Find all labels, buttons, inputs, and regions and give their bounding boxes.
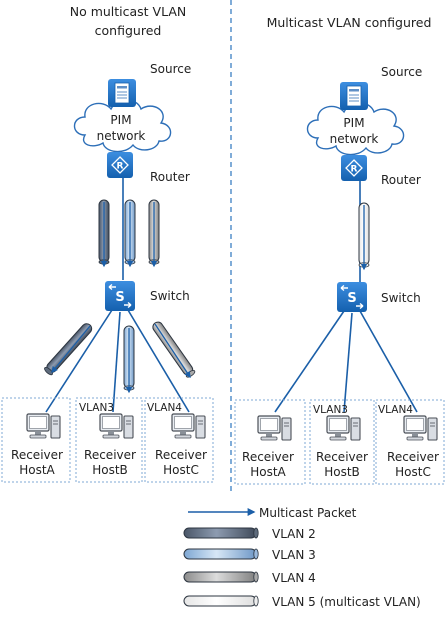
legend-vlan4-label: VLAN 4	[272, 571, 316, 585]
left-panel: No multicast VLAN configured PIM network…	[1, 4, 214, 483]
hosta-label-line2: HostA	[250, 465, 286, 479]
hosta-label-line1: Receiver	[242, 450, 294, 464]
hosta-label-line1: Receiver	[11, 448, 63, 462]
legend-vlan4-swatch	[183, 571, 259, 583]
hosta-box	[234, 399, 306, 485]
switch-hostc-link	[127, 309, 190, 413]
switch-hostc-link	[359, 310, 418, 413]
router-label: Router	[150, 170, 190, 184]
legend-vlan3-swatch	[183, 548, 259, 560]
switch-hosta-link	[274, 310, 345, 413]
legend-multicast-packet-label: Multicast Packet	[259, 506, 357, 520]
hostc-label-line1: Receiver	[387, 450, 439, 464]
vlan3-label: VLAN3	[79, 402, 114, 414]
left-panel-title-line1: No multicast VLAN	[70, 4, 187, 19]
router-icon	[340, 154, 368, 182]
pim-network-label-line2: network	[330, 132, 379, 146]
left-panel-title-line2: configured	[95, 23, 162, 38]
vlan4-label: VLAN4	[378, 404, 413, 416]
switch-label: Switch	[150, 289, 190, 303]
legend-vlan2-swatch	[183, 527, 259, 539]
vlan3-label: VLAN3	[313, 404, 348, 416]
switch-icon	[336, 281, 368, 313]
hostb-box	[75, 397, 143, 483]
legend: Multicast Packet VLAN 2 VLAN 3 VLAN 4 VL…	[183, 506, 421, 609]
right-panel: Multicast VLAN configured PIM network So…	[234, 15, 445, 485]
multicast-arrow	[154, 323, 191, 379]
hostb-box	[309, 399, 375, 485]
pim-network-label-line1: PIM	[110, 113, 131, 127]
hostc-label-line1: Receiver	[155, 448, 207, 462]
source-label: Source	[150, 62, 191, 76]
source-server-icon	[339, 81, 369, 111]
hostc-box	[375, 399, 445, 485]
hostb-label-line2: HostB	[324, 465, 360, 479]
pim-network-label-line1: PIM	[343, 116, 364, 130]
legend-vlan2-label: VLAN 2	[272, 527, 316, 541]
switch-icon	[104, 280, 136, 312]
source-server-icon	[107, 78, 137, 108]
hosta-pc-icon	[26, 413, 61, 439]
source-label: Source	[381, 65, 422, 79]
hostb-pc-icon	[326, 415, 361, 441]
hostc-label-line2: HostC	[395, 465, 431, 479]
hosta-pc-icon	[257, 415, 292, 441]
hostc-pc-icon	[171, 413, 206, 439]
hostb-label-line2: HostB	[92, 463, 128, 477]
hosta-label-line2: HostA	[19, 463, 55, 477]
vlan4-label: VLAN4	[147, 402, 182, 414]
hostb-label-line1: Receiver	[316, 450, 368, 464]
legend-vlan5-label: VLAN 5 (multicast VLAN)	[272, 595, 421, 609]
switch-label: Switch	[381, 291, 421, 305]
hostc-box	[144, 397, 214, 483]
hostb-pc-icon	[99, 413, 134, 439]
right-panel-title: Multicast VLAN configured	[267, 15, 432, 30]
switch-hostb-link	[112, 311, 121, 413]
legend-vlan3-label: VLAN 3	[272, 548, 316, 562]
hostc-pc-icon	[403, 415, 438, 441]
legend-vlan5-swatch	[183, 595, 259, 607]
multicast-arrow	[51, 325, 91, 374]
switch-hostb-link	[343, 312, 353, 413]
hostc-label-line2: HostC	[163, 463, 199, 477]
pim-network-label-line2: network	[97, 129, 146, 143]
hostb-label-line1: Receiver	[84, 448, 136, 462]
router-label: Router	[381, 173, 421, 187]
switch-hosta-link	[45, 309, 113, 413]
router-icon	[106, 151, 134, 179]
hosta-box	[1, 397, 71, 483]
